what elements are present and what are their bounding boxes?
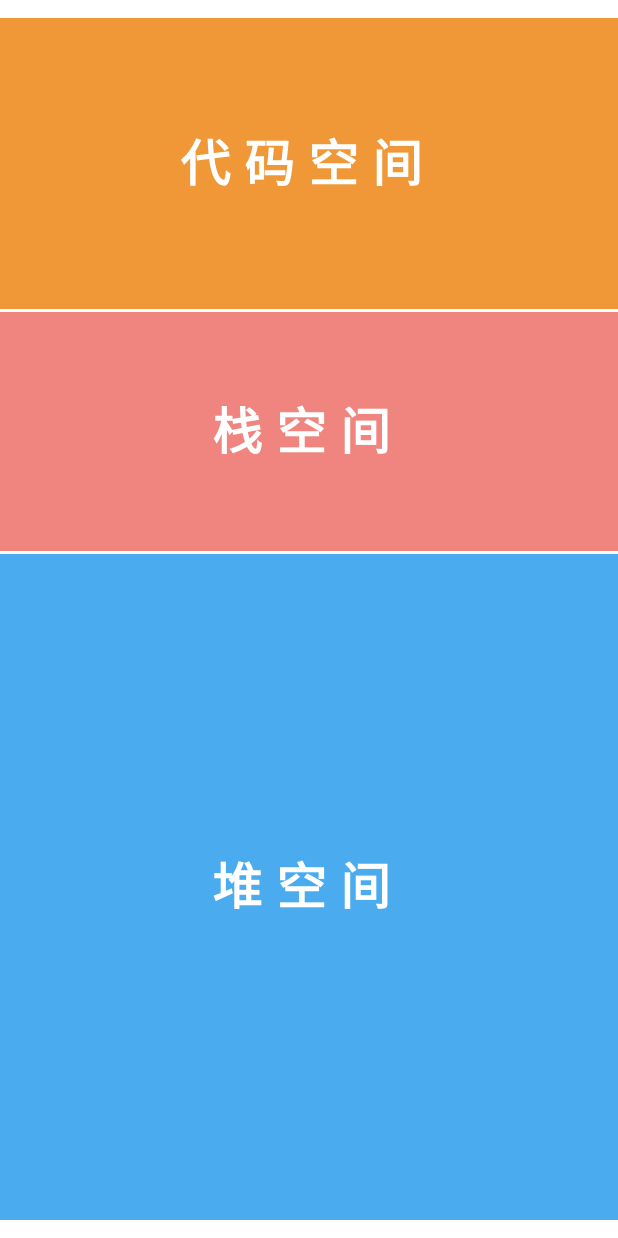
heap-space-block: 堆空间 [0, 554, 618, 1220]
heap-space-label: 堆空间 [213, 858, 405, 916]
code-space-label: 代码空间 [181, 134, 437, 193]
code-space-block: 代码空间 [0, 18, 618, 309]
stack-space-block: 栈空间 [0, 312, 618, 551]
stack-space-label: 栈空间 [213, 402, 405, 461]
